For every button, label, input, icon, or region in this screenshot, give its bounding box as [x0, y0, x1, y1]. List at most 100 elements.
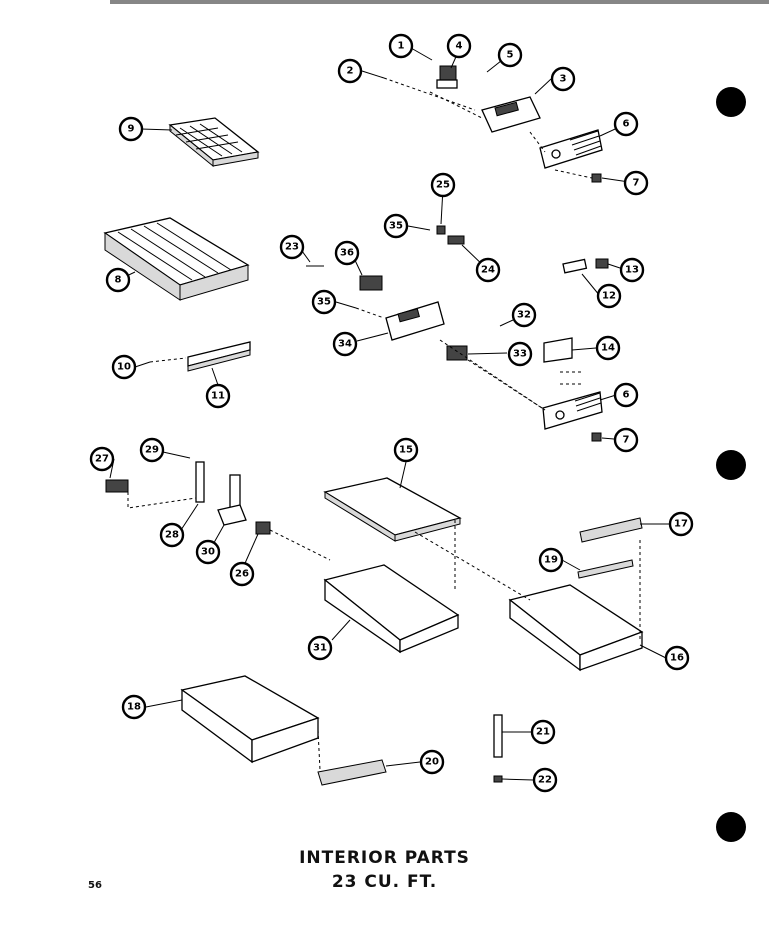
- part-28: [195, 461, 205, 503]
- callout-circle: [532, 767, 558, 793]
- callout-circle: [111, 354, 137, 380]
- callout-number: 35: [317, 297, 331, 308]
- callout-2: 2: [337, 58, 363, 84]
- callout-number: 24: [481, 265, 495, 276]
- part-14: [543, 337, 573, 363]
- callout-number: 11: [211, 391, 225, 402]
- callout-circle: [383, 213, 409, 239]
- callout-number: 22: [538, 775, 552, 786]
- callout-14: 14: [595, 335, 621, 361]
- callout-number: 12: [602, 291, 616, 302]
- callout-circle: [538, 547, 564, 573]
- callout-27: 27: [89, 446, 115, 472]
- part-20: [317, 759, 387, 786]
- part-control-housing: [481, 96, 541, 133]
- callout-circle: [507, 341, 533, 367]
- callout-number: 29: [145, 445, 159, 456]
- callout-number: 30: [201, 547, 215, 558]
- callout-circle: [388, 33, 414, 59]
- callout-circle: [595, 335, 621, 361]
- callout-19: 19: [538, 547, 564, 573]
- callout-9: 9: [118, 116, 144, 142]
- callout-number: 9: [128, 124, 135, 135]
- callout-number: 35: [389, 221, 403, 232]
- callout-circle: [446, 33, 472, 59]
- part-ice-bucket: [103, 217, 250, 301]
- part-17: [579, 517, 643, 543]
- diagram-title-line2: 23 CU. FT.: [331, 872, 438, 892]
- part-knob-7-top: [591, 173, 602, 183]
- callout-35: 35: [383, 213, 409, 239]
- callout-number: 28: [165, 530, 179, 541]
- callout-circle: [619, 257, 645, 283]
- callout-number: 18: [127, 702, 141, 713]
- part-meat-pan-16: [508, 584, 644, 672]
- callout-number: 25: [436, 180, 450, 191]
- callout-7: 7: [613, 427, 639, 453]
- callout-number: 33: [513, 349, 527, 360]
- callout-34: 34: [332, 331, 358, 357]
- page-number: 56: [88, 880, 102, 891]
- callout-circle: [229, 561, 255, 587]
- callout-circle: [613, 427, 639, 453]
- part-switch-4: [436, 65, 458, 89]
- callout-31: 31: [307, 635, 333, 661]
- callout-circle: [205, 383, 231, 409]
- callout-28: 28: [159, 522, 185, 548]
- part-ice-tray: [168, 117, 260, 168]
- callout-16: 16: [664, 645, 690, 671]
- part-crisper-31: [323, 564, 460, 654]
- callout-number: 34: [338, 339, 352, 350]
- binder-hole-middle: [716, 450, 746, 480]
- callout-number: 6: [623, 119, 630, 130]
- part-25: [436, 225, 446, 235]
- callout-26: 26: [229, 561, 255, 587]
- binder-hole-top: [716, 87, 746, 117]
- callout-circle: [332, 331, 358, 357]
- callout-number: 23: [285, 242, 299, 253]
- callout-number: 20: [425, 757, 439, 768]
- callout-number: 7: [633, 178, 640, 189]
- callout-30: 30: [195, 539, 221, 565]
- callout-number: 15: [399, 445, 413, 456]
- callout-15: 15: [393, 437, 419, 463]
- callout-35: 35: [311, 289, 337, 315]
- part-26: [255, 521, 271, 535]
- callout-12: 12: [596, 283, 622, 309]
- callout-number: 16: [670, 653, 684, 664]
- part-21: [493, 714, 503, 758]
- callout-10: 10: [111, 354, 137, 380]
- callout-8: 8: [105, 267, 131, 293]
- callout-number: 31: [313, 643, 327, 654]
- diagram-title-line1: INTERIOR PARTS: [299, 848, 470, 868]
- callout-23: 23: [279, 234, 305, 260]
- part-control-panel-top: [539, 129, 603, 169]
- callout-4: 4: [446, 33, 472, 59]
- callout-circle: [311, 289, 337, 315]
- callout-number: 1: [398, 41, 405, 52]
- part-30: [217, 474, 247, 526]
- callout-7: 7: [623, 170, 649, 196]
- callout-circle: [419, 749, 445, 775]
- callout-number: 4: [456, 41, 463, 52]
- part-24: [447, 235, 465, 245]
- binder-hole-bottom: [716, 812, 746, 842]
- part-36: [359, 275, 383, 291]
- callout-29: 29: [139, 437, 165, 463]
- part-19: [577, 559, 634, 579]
- part-knob-7-lower: [591, 432, 602, 442]
- part-13: [595, 258, 609, 269]
- callout-circle: [195, 539, 221, 565]
- callout-6: 6: [613, 111, 639, 137]
- callout-number: 3: [560, 74, 567, 85]
- callout-circle: [279, 234, 305, 260]
- callout-circle: [337, 58, 363, 84]
- callout-1: 1: [388, 33, 414, 59]
- callout-circle: [530, 719, 556, 745]
- callout-circle: [121, 694, 147, 720]
- callout-36: 36: [334, 240, 360, 266]
- callout-17: 17: [668, 511, 694, 537]
- callout-5: 5: [497, 42, 523, 68]
- part-control-panel-lower: [542, 391, 603, 430]
